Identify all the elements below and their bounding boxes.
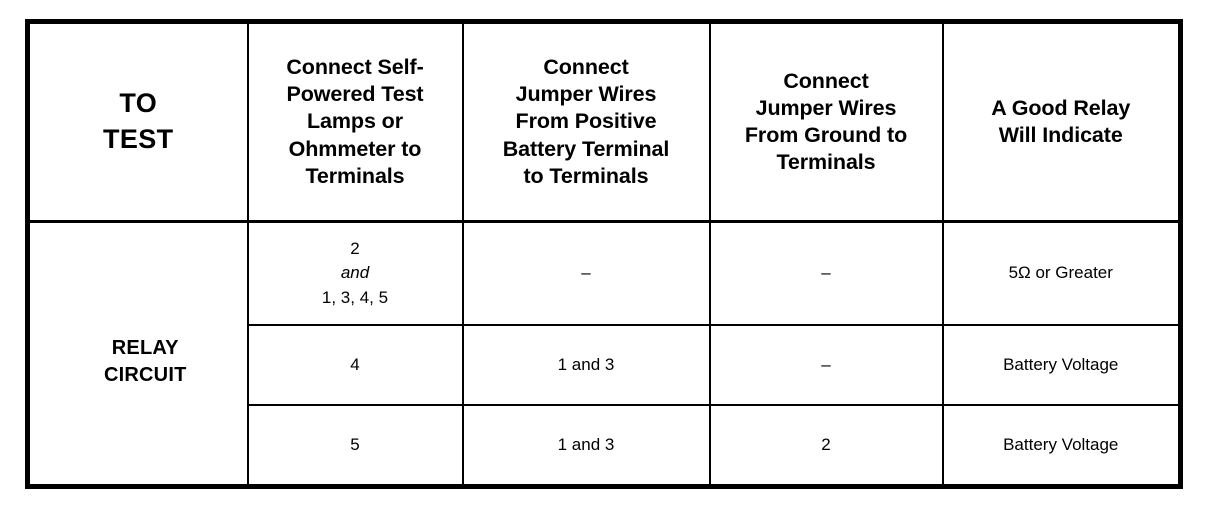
column-header-positive-line2: Jumper Wires [515, 82, 657, 107]
cell-row2-self-powered-terminals: 4 [246, 324, 464, 406]
column-header-ground-line3: From Ground to [744, 123, 908, 147]
cell-row2-ground: – [708, 324, 944, 406]
column-header-positive-line5: to Terminals [523, 163, 649, 188]
column-header-jumper-positive-battery: Connect Jumper Wires From Positive Batte… [461, 20, 711, 223]
cell-row1-self-powered-terminals: 2 and 1, 3, 4, 5 [246, 220, 464, 326]
column-header-indicate-line1: A Good Relay [991, 95, 1131, 120]
column-header-self-powered-line1: Connect Self- [286, 55, 424, 80]
column-header-self-powered-line2: Powered Test [286, 82, 424, 107]
column-header-good-relay-indicate: A Good Relay Will Indicate [941, 20, 1182, 223]
column-header-ground-line1: Connect [783, 68, 869, 93]
cell-row1-self-powered-line2: and [340, 263, 370, 283]
cell-row2-indicate: Battery Voltage [941, 324, 1182, 406]
cell-row2-positive-battery: 1 and 3 [461, 324, 711, 406]
column-header-to-test-line1: TO [119, 88, 158, 119]
column-header-to-test-line2: TEST [102, 124, 174, 154]
cell-row3-positive-battery: 1 and 3 [461, 404, 711, 488]
cell-row1-self-powered-line1: 2 [350, 238, 360, 258]
relay-test-table: TO TEST Connect Self- Powered Test Lamps… [25, 19, 1183, 489]
column-header-self-powered-test-lamps: Connect Self- Powered Test Lamps or Ohmm… [246, 20, 464, 223]
cell-row1-self-powered-line3: 1, 3, 4, 5 [321, 287, 389, 307]
column-header-jumper-ground: Connect Jumper Wires From Ground to Term… [708, 20, 944, 223]
cell-row3-ground: 2 [708, 404, 944, 488]
column-header-ground-line2: Jumper Wires [755, 95, 897, 120]
column-header-ground-line4: Terminals [776, 150, 876, 175]
row-group-label-line2: CIRCUIT [103, 363, 187, 386]
column-header-indicate-line2: Will Indicate [998, 123, 1123, 147]
column-header-positive-line4: Battery Terminal [502, 136, 670, 161]
column-header-positive-line1: Connect [543, 55, 629, 80]
table-row: RELAY CIRCUIT 2 and 1, 3, 4, 5 – – 5Ω or… [26, 220, 1182, 488]
cell-row3-self-powered-terminals: 5 [246, 404, 464, 488]
column-header-self-powered-line5: Terminals [305, 163, 405, 188]
row-group-label-line1: RELAY [111, 336, 179, 359]
column-header-to-test: TO TEST [26, 20, 249, 223]
table-header-row: TO TEST Connect Self- Powered Test Lamps… [26, 20, 1182, 223]
cell-row1-indicate: 5Ω or Greater [941, 220, 1182, 326]
row-group-label-relay-circuit: RELAY CIRCUIT [26, 220, 249, 488]
cell-row3-indicate: Battery Voltage [941, 404, 1182, 488]
table-row: 5 1 and 3 2 Battery Voltage [28, 404, 1182, 488]
column-header-self-powered-line3: Lamps or [307, 109, 403, 134]
table-row: 4 1 and 3 – Battery Voltage [28, 324, 1182, 406]
column-header-positive-line3: From Positive [515, 109, 657, 134]
column-header-self-powered-line4: Ohmmeter to [288, 136, 422, 161]
cell-row1-ground: – [708, 220, 944, 326]
cell-row1-positive-battery: – [461, 220, 711, 326]
